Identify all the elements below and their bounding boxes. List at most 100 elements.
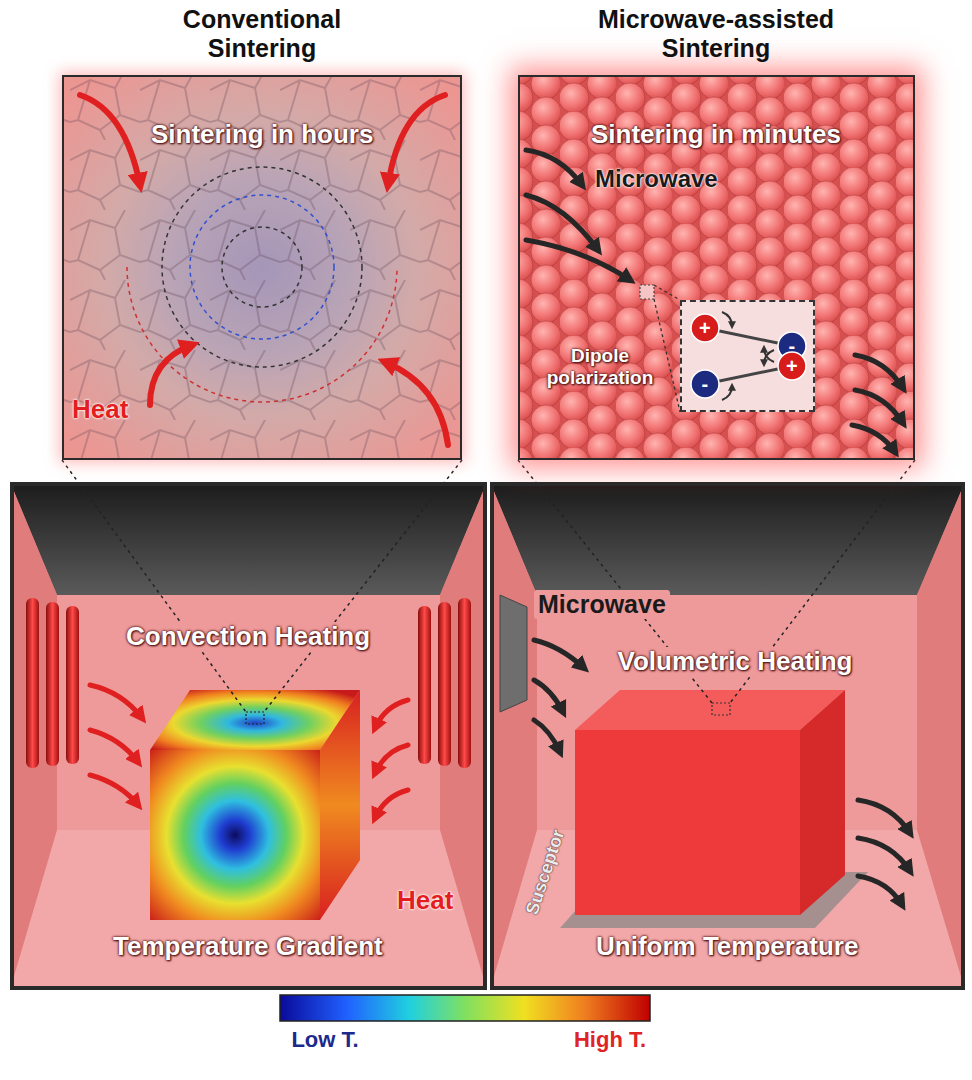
heat-arrow [375, 790, 408, 818]
dipole-symbol [691, 314, 719, 342]
heat-arrow [150, 345, 192, 405]
panel-heading: Conventional Sintering [132, 5, 392, 63]
conventional-furnace [10, 482, 487, 990]
microwave-arrow [534, 680, 563, 712]
microwave-furnace [490, 482, 965, 595]
conventional-microstructure [162, 167, 362, 367]
microwave-microstructure [518, 75, 915, 460]
microwave-arrow [534, 640, 584, 668]
microwave-arrow [858, 876, 902, 905]
sintering-panel: Microwave-assisted SinteringSintering in… [518, 75, 915, 460]
scale-label: Low T. [291, 1027, 358, 1053]
furnace-box: MicrowaveVolumetric HeatingSusceptorUnif… [490, 482, 965, 990]
conventional-microstructure [222, 227, 302, 307]
microwave-furnace [490, 482, 965, 990]
microwave-arrow [855, 355, 903, 388]
dipole-inset: +--+ [680, 300, 815, 412]
microwave-arrow [855, 390, 903, 423]
microwave-arrow [858, 800, 910, 833]
uniform-cube [712, 703, 730, 715]
heater-rod [458, 598, 471, 768]
gradient-cube [150, 690, 360, 920]
charge-sign: - [702, 374, 709, 394]
zoom-line [62, 460, 915, 712]
charge-sign: - [789, 336, 796, 356]
temperature-colorbar [280, 995, 650, 1021]
heater-rod [26, 598, 39, 768]
heat-arrow [385, 362, 448, 445]
microwave-furnace [490, 482, 965, 990]
heat-arrow [80, 95, 448, 445]
microwave-label: Microwave [534, 590, 670, 619]
gradient-cube [150, 750, 320, 920]
microwave-arrow [534, 640, 910, 905]
furnace-box: Convection HeatingHeatTemperature Gradie… [10, 482, 487, 990]
panel-caption: Sintering in minutes [591, 120, 841, 150]
uniform-cube [575, 690, 845, 730]
heating-mode-label: Convection Heating [122, 622, 374, 652]
microwave-arrow [858, 838, 910, 871]
dipole-symbol [691, 370, 719, 398]
mechanism-label: Dipole polarization [536, 345, 664, 389]
zoom-line [62, 460, 246, 712]
heat-arrow [90, 685, 142, 718]
uniform-cube [800, 690, 845, 915]
dipole-symbol [764, 350, 774, 364]
heat-arrow [375, 700, 408, 728]
microwave-furnace [500, 595, 527, 712]
microwave-arrow [526, 240, 630, 280]
microwave-arrow [852, 425, 895, 452]
panel-caption: Sintering in hours [151, 120, 373, 150]
heater-rod [438, 602, 451, 766]
microwave-label: Microwave [595, 165, 718, 193]
dipole-symbol [722, 386, 732, 400]
panel-heading: Microwave-assisted Sintering [556, 5, 876, 63]
sintering-panel: Conventional SinteringSintering in hours… [62, 75, 462, 460]
heater-rod [66, 606, 79, 764]
heat-arrow [90, 685, 408, 818]
zoom-inset [640, 285, 815, 412]
conventional-microstructure [127, 267, 397, 402]
conventional-furnace [10, 482, 487, 990]
microwave-arrow [526, 150, 582, 185]
conventional-microstructure [190, 195, 334, 339]
heater-rod [46, 602, 59, 766]
charge-sign: + [786, 356, 798, 376]
zoom-inset [640, 285, 654, 299]
zoom-inset [654, 285, 680, 300]
dipole-symbol [691, 312, 806, 400]
heat-arrow [375, 745, 408, 773]
conventional-microstructure [62, 75, 462, 460]
heat-label: Heat [72, 395, 128, 425]
susceptor-label: Susceptor [523, 827, 567, 916]
zoom-line [264, 460, 462, 712]
zoom-inset [680, 300, 815, 412]
microwave-arrow [534, 720, 560, 752]
gradient-cube [320, 690, 360, 920]
zoom-inset [654, 299, 680, 412]
dipole-symbol [778, 352, 806, 380]
conventional-furnace [10, 482, 487, 595]
heat-arrow [90, 730, 138, 762]
charge-sign: + [699, 318, 711, 338]
conventional-microstructure [62, 75, 462, 460]
scale-label: High T. [574, 1027, 646, 1053]
heat-arrow [80, 95, 140, 185]
gradient-cube [246, 712, 264, 724]
uniform-cube [575, 690, 845, 915]
uniform-cube [575, 730, 800, 915]
heat-arrow [90, 775, 138, 805]
result-label: Temperature Gradient [113, 932, 383, 962]
microwave-arrow [526, 150, 903, 452]
heat-label: Heat [397, 886, 453, 916]
conventional-microstructure [62, 75, 462, 460]
heater-rod [26, 598, 471, 768]
temperature-colorbar [280, 995, 650, 1021]
dipole-symbol [722, 312, 732, 326]
heat-arrow [388, 95, 445, 185]
heater-rod [418, 606, 431, 764]
result-label: Uniform Temperature [596, 932, 858, 962]
microwave-microstructure [518, 75, 915, 460]
heating-mode-label: Volumetric Heating [614, 647, 857, 677]
